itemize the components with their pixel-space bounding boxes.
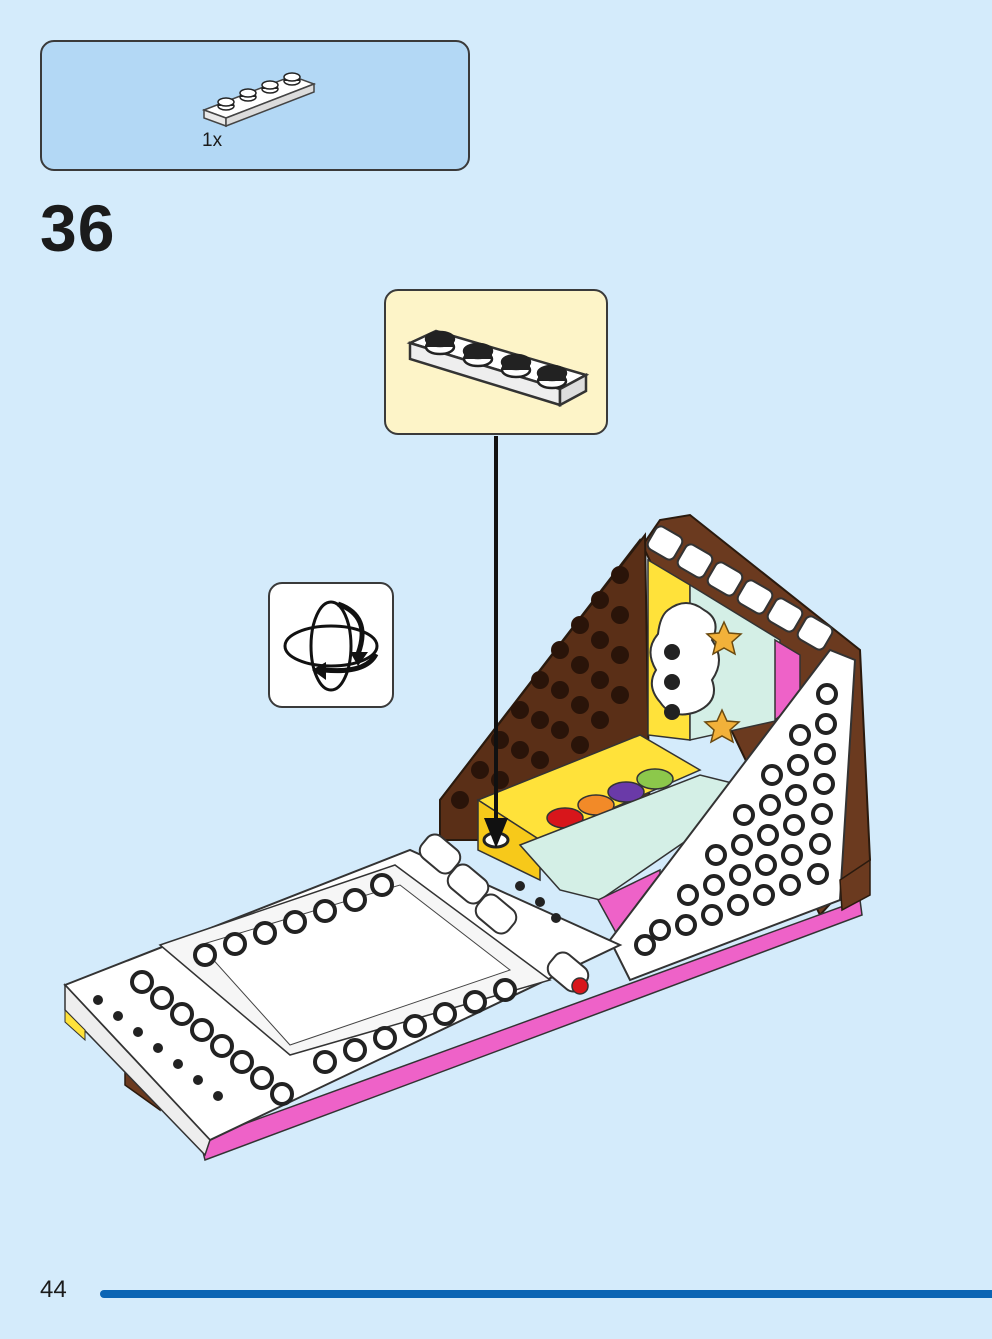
step-number: 36 — [40, 191, 116, 265]
new-part-callout — [384, 289, 608, 435]
white-plate-1x4-icon — [406, 329, 590, 408]
page-footer-bar — [100, 1290, 992, 1298]
rotate-model-icon — [283, 600, 379, 692]
part-quantity: 1x — [202, 130, 223, 151]
page-number: 44 — [40, 1276, 67, 1303]
rotate-model-indicator — [268, 582, 394, 708]
parts-list-box: 1x — [40, 40, 470, 171]
white-plate-1x4-icon — [202, 72, 317, 128]
model-illustration — [63, 436, 872, 1161]
